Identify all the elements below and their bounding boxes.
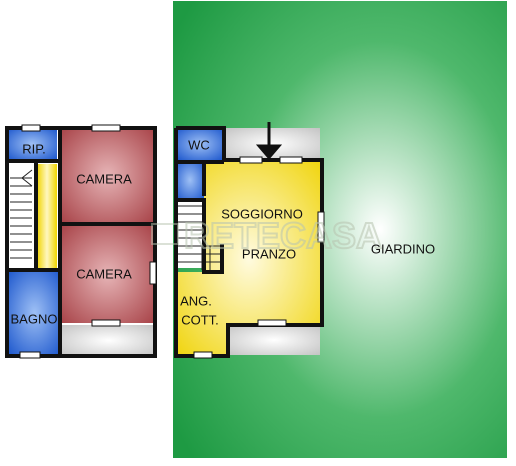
stair-hall-bg — [7, 160, 35, 268]
windows-right — [193, 156, 325, 359]
room-wc — [176, 128, 224, 160]
label-pranzo: PRANZO — [242, 246, 296, 261]
windows-left — [19, 124, 157, 359]
room-camera-bottom — [62, 226, 153, 323]
room-soggiorno — [176, 162, 322, 355]
label-bagno: BAGNO — [11, 311, 58, 326]
label-camera-bottom: CAMERA — [76, 266, 132, 281]
ground-floor — [174, 122, 325, 359]
terrace-bottom — [228, 325, 320, 355]
label-cott: COTT. — [181, 312, 219, 327]
corridor-left — [37, 164, 57, 270]
walls-left — [5, 126, 157, 358]
watermark: RETECASA — [184, 215, 382, 256]
stairs-left — [10, 169, 33, 259]
upper-floor — [5, 124, 157, 359]
label-ang: ANG. — [180, 293, 212, 308]
walls-right — [174, 126, 324, 358]
label-wc: WC — [188, 137, 210, 152]
label-rip: RIP. — [22, 141, 46, 156]
corridor-wc — [176, 160, 204, 200]
terrace-left — [62, 325, 155, 356]
entrance-arrow-icon — [255, 122, 283, 160]
label-soggiorno: SOGGIORNO — [221, 206, 303, 221]
label-camera-top: CAMERA — [76, 171, 132, 186]
watermark-logo-icon — [151, 223, 179, 245]
label-giardino: GIARDINO — [371, 241, 435, 256]
room-camera-top — [62, 128, 153, 222]
room-rip — [7, 128, 57, 160]
room-bagno — [7, 270, 62, 355]
